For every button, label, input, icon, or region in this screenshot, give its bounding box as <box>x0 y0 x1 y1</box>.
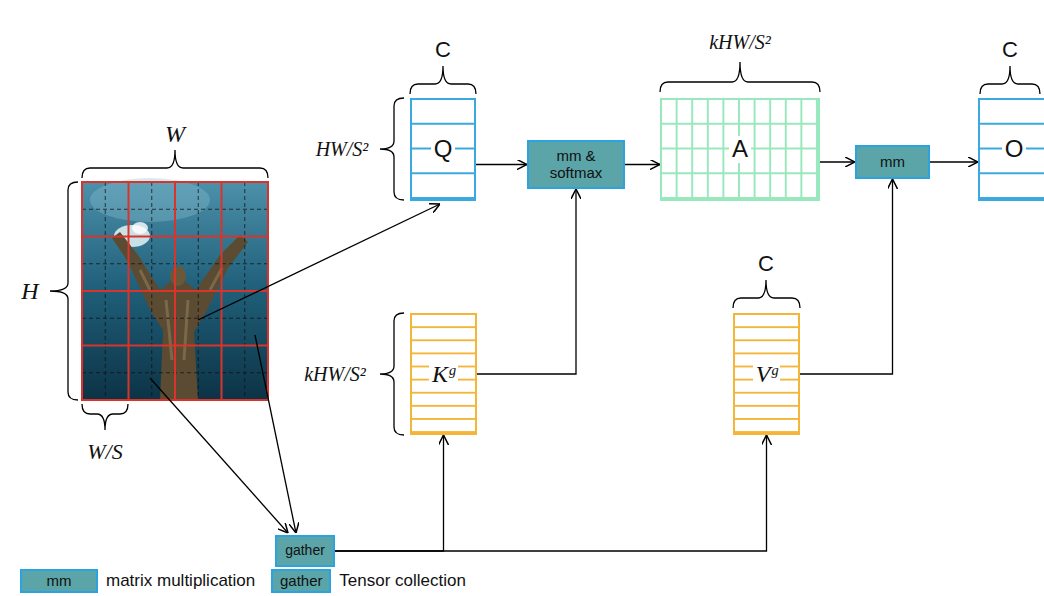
dimension-braces <box>50 62 1040 435</box>
flow-arrow <box>476 164 527 165</box>
node-text: Vᵍ <box>753 361 781 387</box>
key-matrix: Kᵍ <box>410 313 477 435</box>
attention-matrix: A <box>660 98 820 201</box>
water-splash <box>132 222 148 234</box>
dimension-label: W/S <box>87 440 122 464</box>
columns-brace <box>660 62 820 92</box>
legend-swatch-label: gather <box>280 573 323 590</box>
node-text: mm <box>880 154 905 171</box>
light-patch <box>90 178 210 222</box>
height-brace <box>50 182 78 400</box>
legend-item: mm matrix multiplication <box>20 569 255 593</box>
dimension-label: H <box>21 278 38 304</box>
dimension-label: HW/S² <box>316 138 369 160</box>
legend: mm matrix multiplication gather Tensor coll… <box>20 569 482 593</box>
gather-box: gather <box>275 535 335 567</box>
gather-leader <box>150 378 288 533</box>
region-grid <box>82 182 268 400</box>
legend-item: gather Tensor collection <box>271 569 466 593</box>
region-border <box>82 182 268 400</box>
dimension-label: W <box>165 121 185 147</box>
image-leaders <box>150 204 440 533</box>
flow-arrow <box>625 164 660 165</box>
output-matrix: O <box>978 98 1044 201</box>
statue-head <box>170 266 186 286</box>
query-matrix: Q <box>410 98 476 201</box>
legend-swatch-label: mm <box>47 573 72 590</box>
dimension-label: kHW/S² <box>304 363 366 385</box>
region-line <box>82 236 268 238</box>
flow-arrow <box>335 435 444 551</box>
flow-arrow <box>800 179 893 374</box>
node-text: O <box>1002 136 1027 162</box>
legend-swatch: gather <box>271 569 331 593</box>
flow-arrow <box>477 189 576 374</box>
region-line <box>82 345 268 347</box>
subgrid-lines <box>82 182 268 400</box>
value-matrix: Vᵍ <box>733 313 800 435</box>
region-line <box>82 290 268 292</box>
flow-arrow <box>930 161 978 162</box>
dimension-label: kHW/S² <box>709 31 771 53</box>
rows-brace <box>380 313 404 435</box>
node-text: Q <box>431 136 456 162</box>
statue-figure <box>112 232 248 400</box>
channel-brace <box>410 66 476 94</box>
node-text: Kᵍ <box>429 361 458 387</box>
node-text: gather <box>285 543 325 558</box>
gather-leader <box>255 335 296 533</box>
query-leader <box>198 204 440 320</box>
dimension-label: C <box>435 38 451 62</box>
rows-brace <box>380 98 404 200</box>
width-brace <box>82 150 268 178</box>
channel-brace <box>980 66 1040 94</box>
dimension-label: C <box>758 252 774 276</box>
channel-brace <box>733 280 800 308</box>
dimension-label: C <box>1002 38 1018 62</box>
flow-arrow <box>820 161 855 162</box>
node-text: mm & softmax <box>544 148 608 181</box>
operation-box: mm <box>855 145 930 179</box>
operation-box: mm & softmax <box>527 140 625 189</box>
legend-swatch: mm <box>20 569 98 593</box>
legend-text: Tensor collection <box>339 571 466 591</box>
node-text: A <box>729 136 751 162</box>
region-width-brace <box>82 404 128 430</box>
legend-text: matrix multiplication <box>106 571 255 591</box>
flow-arrow <box>335 435 767 551</box>
